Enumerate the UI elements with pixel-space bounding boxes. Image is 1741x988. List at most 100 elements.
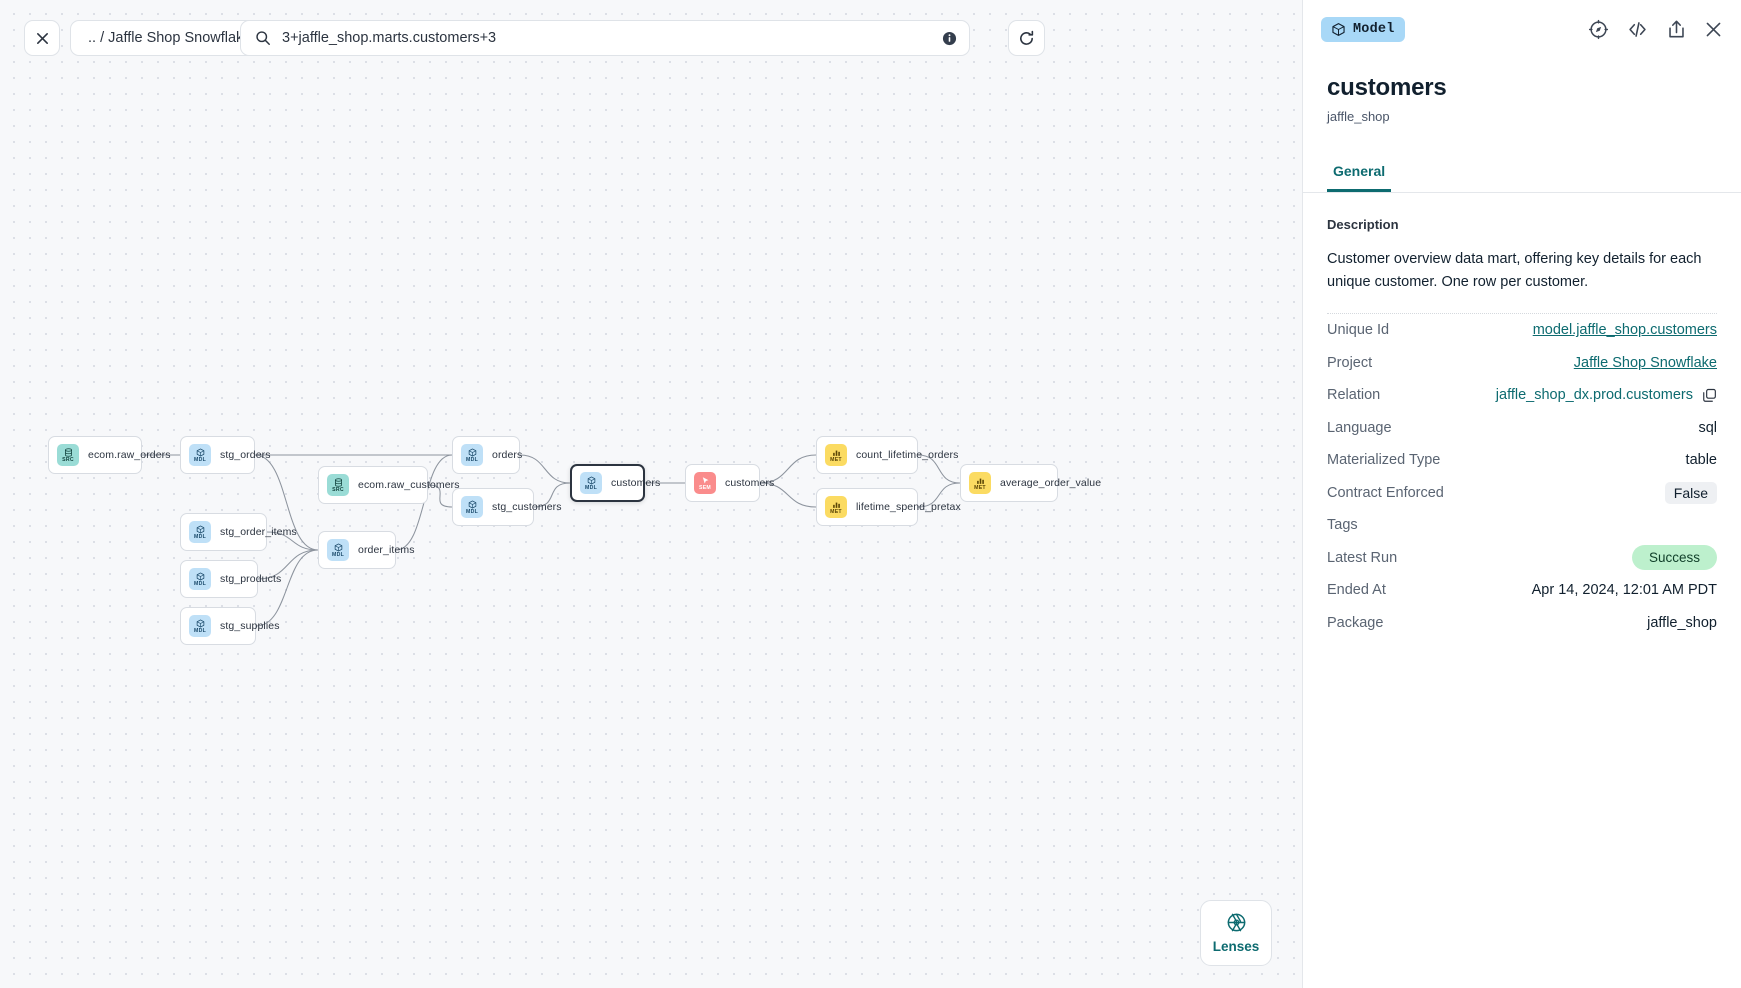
metadata-row: Unique Id model.jaffle_shop.customers (1327, 314, 1717, 347)
aperture-icon (1227, 913, 1245, 932)
metadata-key: Unique Id (1327, 322, 1390, 339)
panel-title-block: customers jaffle_shop (1303, 58, 1741, 124)
tab-general[interactable]: General (1327, 154, 1392, 192)
lenses-button[interactable]: Lenses (1200, 900, 1272, 966)
node-type-badge-met: MET (825, 444, 847, 466)
lenses-label: Lenses (1212, 939, 1260, 954)
model-type-badge: Model (1321, 16, 1405, 42)
node-label: average_order_value (1000, 477, 1102, 489)
metadata-key: Latest Run (1327, 549, 1398, 566)
search-input[interactable] (282, 30, 931, 46)
graph-node-orders[interactable]: MDL orders (452, 436, 522, 474)
panel-body: Description Customer overview data mart,… (1303, 193, 1741, 988)
graph-node-average_order_value[interactable]: MET average_order_value (960, 464, 1101, 502)
metadata-row: Tags (1327, 509, 1717, 542)
panel-header-actions (1588, 18, 1723, 41)
node-type-badge-mdl: MDL (461, 496, 483, 518)
graph-node-count_lifetime_orders[interactable]: MET count_lifetime_orders (816, 436, 958, 474)
panel-tabs: General (1303, 154, 1741, 193)
node-label: ecom.raw_orders (88, 449, 171, 461)
node-label: stg_supplies (220, 620, 280, 632)
lineage-edges (141, 454, 961, 627)
metadata-row: Latest Run Success (1327, 542, 1717, 575)
close-graph-button[interactable] (24, 20, 60, 56)
metadata-key: Tags (1327, 517, 1358, 534)
graph-node-lifetime_spend_pretax[interactable]: MET lifetime_spend_pretax (816, 488, 961, 526)
node-label: lifetime_spend_pretax (856, 501, 961, 513)
node-label: stg_products (220, 573, 282, 585)
refresh-button[interactable] (1008, 20, 1045, 56)
description-text: Customer overview data mart, offering ke… (1327, 248, 1717, 314)
info-icon[interactable] (942, 31, 957, 46)
breadcrumb-label: .. / Jaffle Shop Snowflake (88, 30, 252, 46)
node-label: stg_orders (220, 449, 271, 461)
node-label: count_lifetime_orders (856, 449, 959, 461)
metadata-row: Language sql (1327, 412, 1717, 445)
graph-node-customers_model[interactable]: MDL customers (570, 464, 660, 502)
graph-node-ecom_raw_customers[interactable]: SRC ecom.raw_customers (318, 466, 459, 504)
metadata-value-wrap: Jaffle Shop Snowflake (1574, 355, 1717, 371)
graph-node-order_items[interactable]: MDL order_items (318, 531, 414, 569)
node-type-badge-mdl: MDL (580, 472, 602, 494)
node-type-badge-src: SRC (57, 444, 79, 466)
close-panel-icon[interactable] (1704, 20, 1723, 39)
breadcrumb[interactable]: .. / Jaffle Shop Snowflake (70, 20, 270, 56)
metadata-key: Materialized Type (1327, 452, 1441, 469)
metadata-value-wrap: jaffle_shop (1647, 615, 1717, 631)
node-type-badge-met: MET (969, 472, 991, 494)
metadata-key: Package (1327, 614, 1384, 631)
metadata-value[interactable]: jaffle_shop_dx.prod.customers (1495, 387, 1693, 404)
node-label: customers (725, 477, 775, 489)
page-title: customers (1327, 74, 1447, 101)
metadata-row: Ended At Apr 14, 2024, 12:01 AM PDT (1327, 574, 1717, 607)
description-label: Description (1327, 217, 1399, 232)
metadata-row: Package jaffle_shop (1327, 607, 1717, 640)
code-icon[interactable] (1626, 18, 1649, 41)
metadata-value-wrap: False (1664, 481, 1717, 504)
share-icon[interactable] (1666, 19, 1687, 40)
metadata-key: Ended At (1327, 582, 1386, 599)
explore-icon[interactable] (1588, 19, 1609, 40)
node-type-badge-mdl: MDL (189, 521, 211, 543)
metadata-value-wrap: sql (1698, 420, 1717, 436)
metadata-key: Contract Enforced (1327, 484, 1444, 501)
metadata-value-wrap: table (1686, 452, 1717, 468)
metadata-value-wrap: model.jaffle_shop.customers (1533, 322, 1717, 338)
metadata-key: Language (1327, 419, 1392, 436)
close-icon (36, 32, 48, 44)
node-type-badge-mdl: MDL (461, 444, 483, 466)
panel-header: Model (1303, 0, 1741, 58)
graph-node-ecom_raw_orders[interactable]: SRC ecom.raw_orders (48, 436, 171, 474)
cube-icon (1332, 22, 1345, 36)
metadata-value: Success (1631, 545, 1717, 571)
metadata-value: Apr 14, 2024, 12:01 AM PDT (1531, 582, 1717, 599)
metadata-value[interactable]: Jaffle Shop Snowflake (1573, 354, 1717, 371)
metadata-value-wrap: Success (1631, 545, 1717, 571)
node-label: ecom.raw_customers (358, 479, 460, 491)
search-bar[interactable] (240, 20, 970, 56)
page-subtitle: jaffle_shop (1327, 109, 1390, 124)
metadata-value: False (1664, 481, 1717, 504)
node-type-badge-mdl: MDL (327, 539, 349, 561)
metadata-row: Materialized Type table (1327, 444, 1717, 477)
metadata-value[interactable]: model.jaffle_shop.customers (1532, 322, 1717, 339)
node-label: order_items (358, 544, 415, 556)
copy-icon[interactable] (1702, 388, 1717, 403)
node-label: customers (611, 477, 661, 489)
node-type-badge-met: MET (825, 496, 847, 518)
metadata-value: table (1685, 452, 1717, 469)
metadata-value: sql (1698, 419, 1717, 436)
node-type-badge-src: SRC (327, 474, 349, 496)
node-label: orders (492, 449, 523, 461)
metadata-value: jaffle_shop (1647, 614, 1717, 631)
